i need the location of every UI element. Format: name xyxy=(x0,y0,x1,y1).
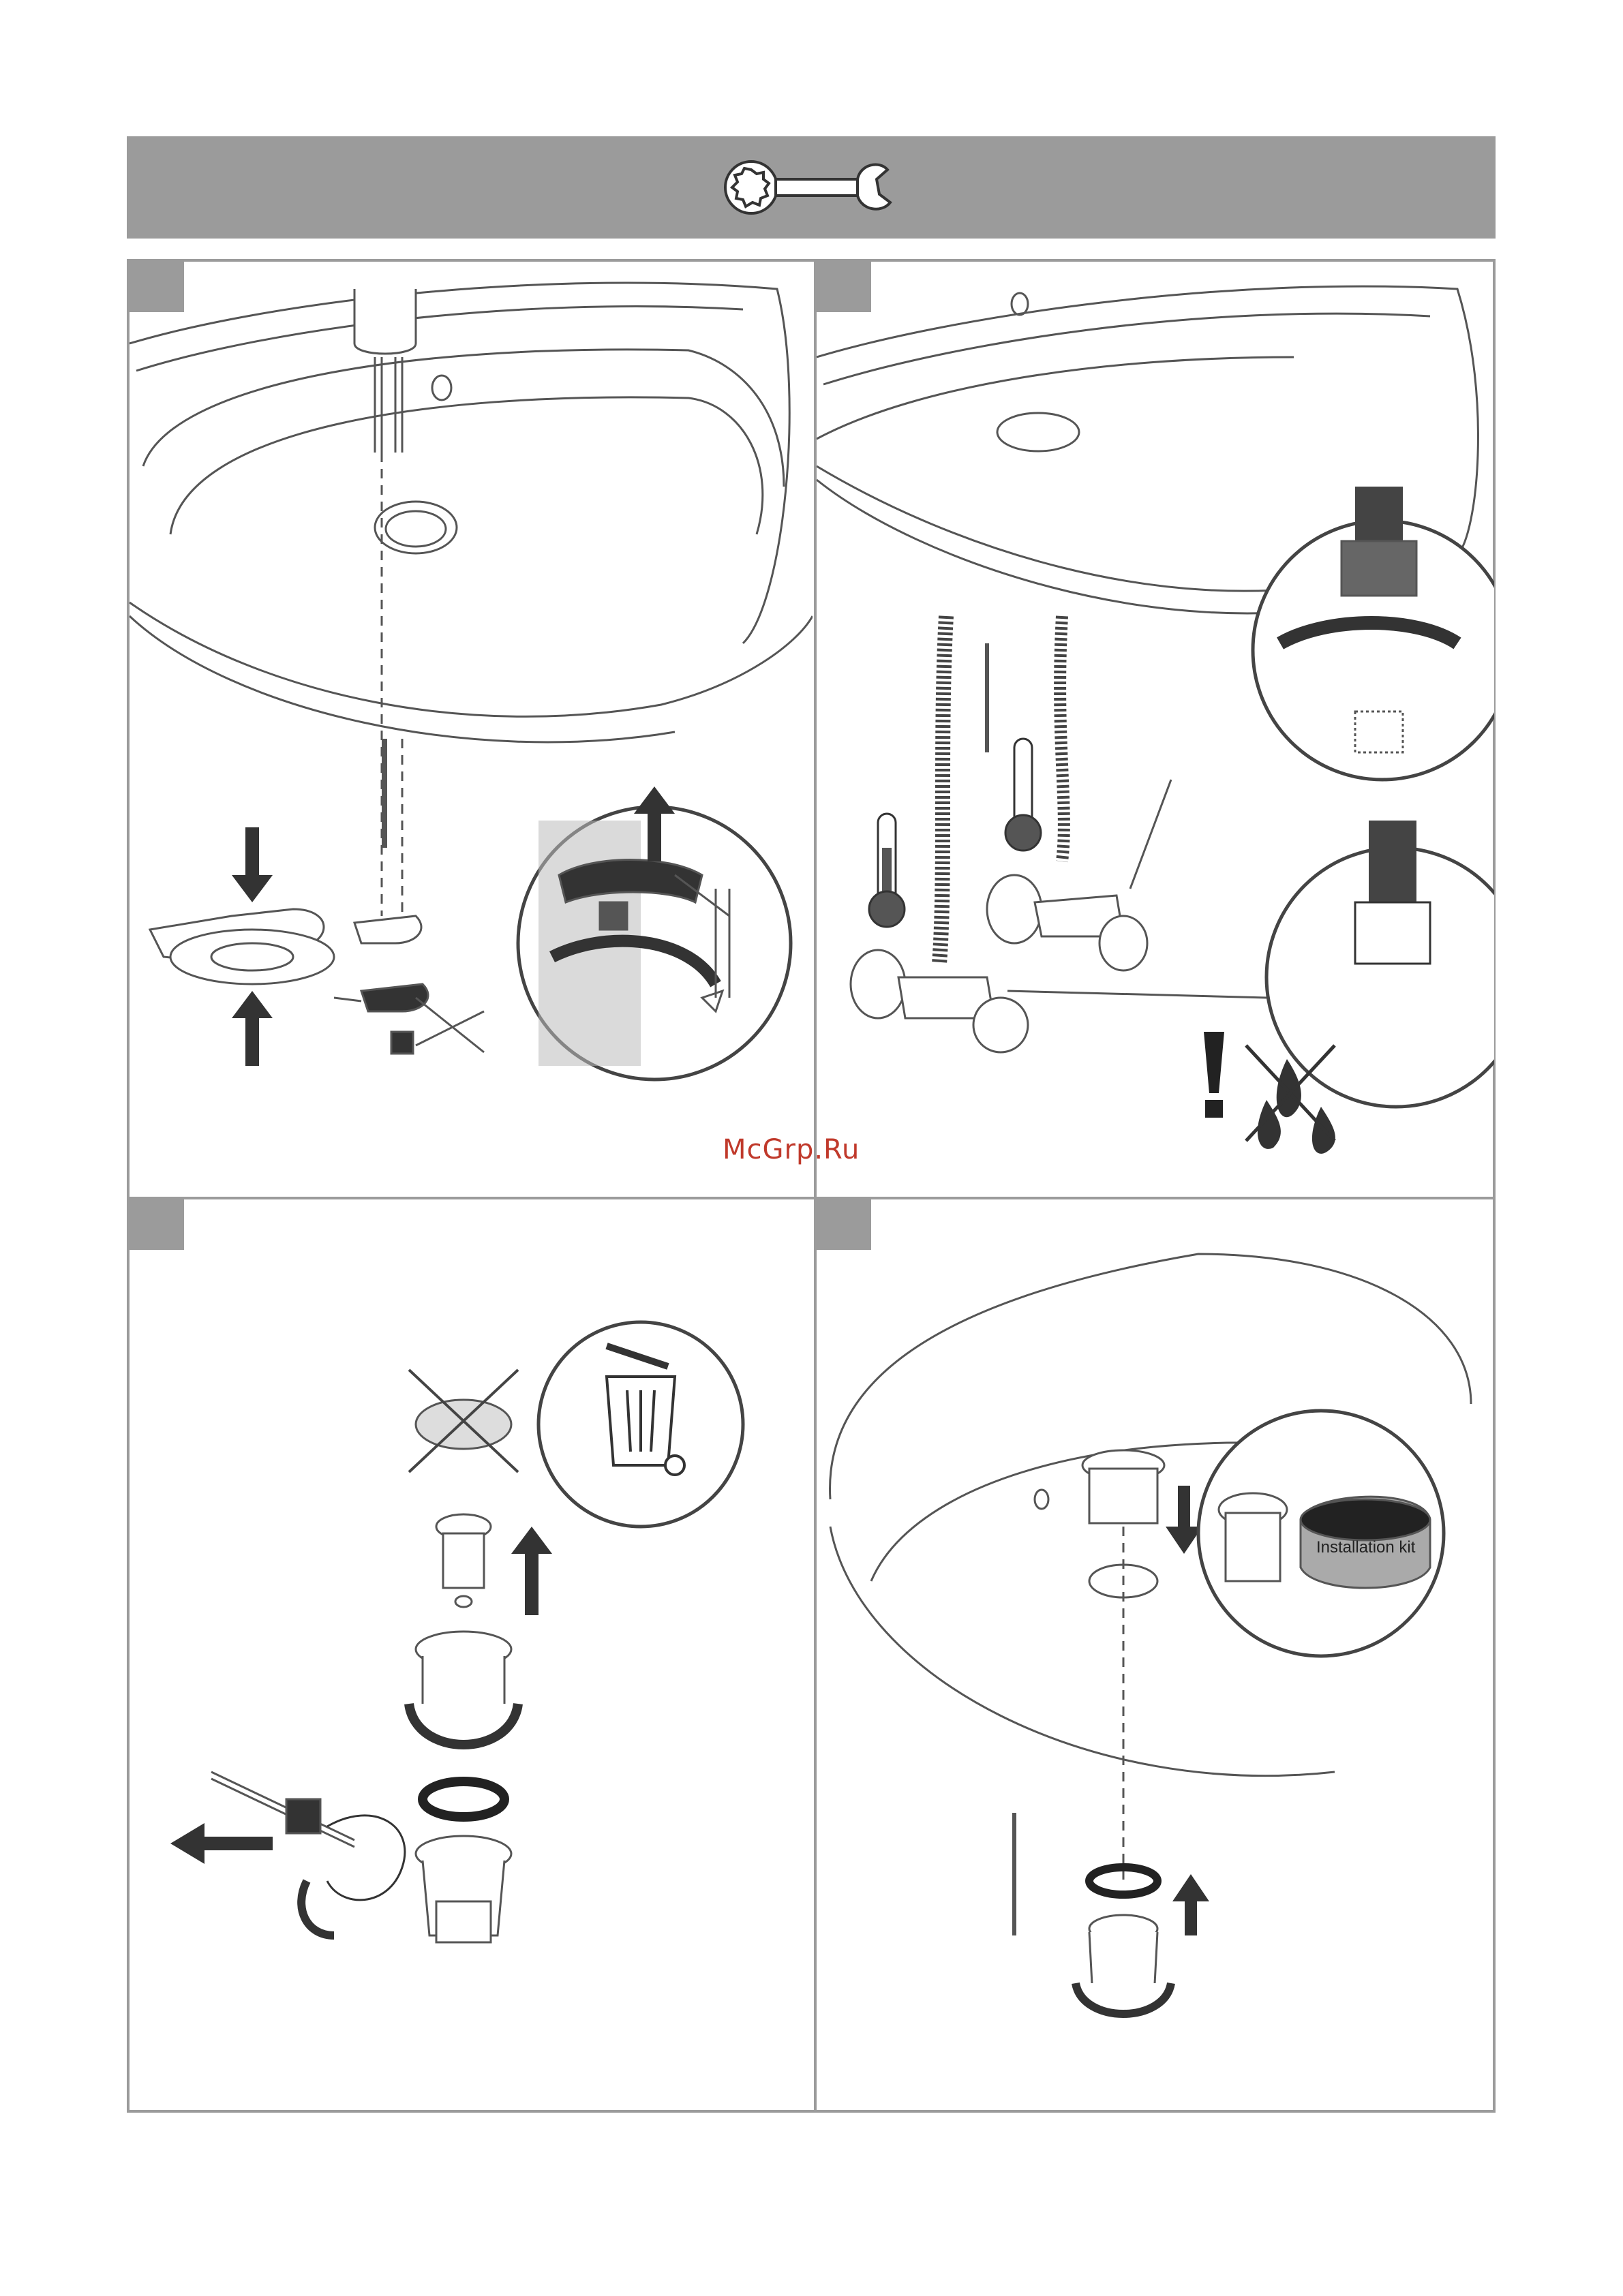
installation-kit-label: Installation kit xyxy=(1316,1538,1416,1557)
step-panel-2 xyxy=(817,262,1494,1195)
detail-circle-1 xyxy=(518,786,791,1080)
header-band xyxy=(127,136,1496,239)
step-panel-4: Installation kit xyxy=(817,1199,1494,2111)
faucet-body xyxy=(354,289,416,930)
warning-icon xyxy=(1204,1032,1224,1118)
detail-circle-kit: Installation kit xyxy=(1198,1411,1444,1656)
linkage-rod xyxy=(211,1772,405,1900)
waste-top xyxy=(1082,1450,1164,1523)
hot-thermometer-icon xyxy=(869,814,905,927)
cross-out-icon xyxy=(409,1370,518,1472)
arrow-up-icon xyxy=(232,991,273,1066)
waste-lower xyxy=(1076,1915,1171,2014)
step-panel-1 xyxy=(130,262,813,1195)
arrow-left-icon xyxy=(170,1823,273,1864)
pop-up-plug xyxy=(436,1514,491,1607)
rotate-icon xyxy=(301,1881,334,1935)
waste-body xyxy=(409,1632,518,1942)
mounting-bracket xyxy=(150,909,484,1054)
basin xyxy=(130,283,813,742)
watermark: McGrp.Ru xyxy=(723,1134,860,1165)
cold-thermometer-icon xyxy=(1005,739,1041,851)
step-panel-3 xyxy=(130,1199,813,2111)
seal-ring xyxy=(1089,1867,1157,1895)
arrow-up-icon xyxy=(1172,1874,1209,1935)
water-drop-icon xyxy=(1246,1045,1335,1154)
arrow-down-icon xyxy=(1166,1486,1202,1554)
detail-circle-upper xyxy=(1253,487,1494,780)
detail-circle-lower xyxy=(1266,821,1494,1107)
wrench-icon xyxy=(127,136,1496,239)
arrow-down-icon xyxy=(232,827,273,902)
step-grid: Installation kit xyxy=(127,259,1496,2113)
arrow-up-icon xyxy=(511,1527,552,1615)
